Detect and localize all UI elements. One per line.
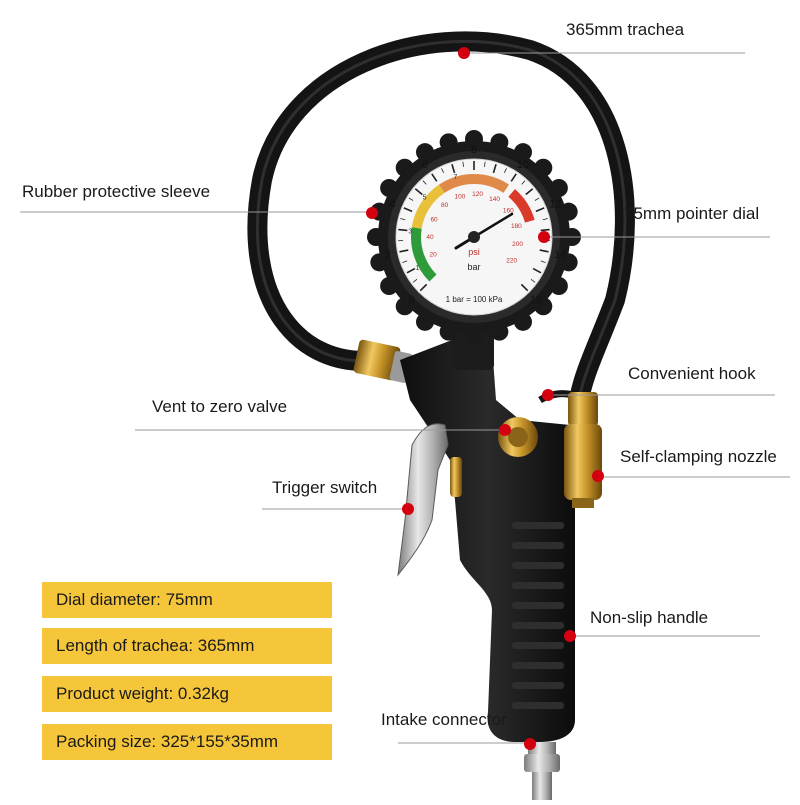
dial-bar-minor-label: 7 [453, 174, 457, 181]
marker-sleeve [366, 207, 378, 219]
intake-connector-part [524, 742, 560, 800]
callout-dial: 75mm pointer dial [624, 204, 759, 224]
dial-bar-label: 16 [530, 294, 542, 306]
marker-handle [564, 630, 576, 642]
spec-dial-diameter: Dial diameter: 75mm [42, 582, 332, 618]
dial-bar-label: 12 [549, 198, 561, 210]
dial-psi-label: 200 [512, 241, 523, 248]
callout-vent: Vent to zero valve [152, 397, 287, 417]
trigger-lever [398, 424, 448, 575]
vent-valve [498, 417, 538, 457]
spec-weight: Product weight: 0.32kg [42, 676, 332, 712]
marker-trigger [402, 503, 414, 515]
dial-bar-label: 2 [385, 249, 391, 261]
dial-psi-label: 100 [455, 193, 466, 200]
marker-vent [499, 424, 511, 436]
marker-hook [542, 389, 554, 401]
callout-handle: Non-slip handle [590, 608, 708, 628]
dial-psi-label: 220 [506, 258, 517, 265]
dial-bar-label: 0 [409, 294, 415, 306]
dial-bar-label: 8 [471, 144, 477, 156]
callout-trachea: 365mm trachea [566, 20, 684, 40]
dial-unit-psi: psi [468, 247, 480, 257]
spec-trachea-length: Length of trachea: 365mm [42, 628, 332, 664]
callout-nozzle: Self-clamping nozzle [620, 447, 777, 467]
dial-psi-label: 140 [489, 196, 500, 203]
callout-sleeve: Rubber protective sleeve [22, 182, 210, 202]
dial-psi-label: 60 [430, 217, 438, 224]
dial-bar-label: 14 [554, 249, 566, 261]
dial-bar-label: 6 [422, 159, 428, 171]
dial-bar-minor-label: 1 [416, 265, 420, 272]
dial-footnote: 1 bar = 100 kPa [446, 295, 503, 304]
marker-dial [538, 231, 550, 243]
callout-intake: Intake connector [381, 710, 507, 730]
marker-trachea [458, 47, 470, 59]
nozzle [564, 392, 602, 508]
dial-psi-label: 20 [430, 251, 438, 258]
callout-trigger: Trigger switch [272, 478, 377, 498]
dial-psi-label: 80 [441, 202, 449, 209]
dial-psi-label: 120 [472, 191, 483, 198]
dial-tick [398, 230, 407, 231]
callout-hook: Convenient hook [628, 364, 756, 384]
spec-packing-size: Packing size: 325*155*35mm [42, 724, 332, 760]
dial-bar-label: 4 [390, 198, 396, 210]
dial-psi-label: 40 [426, 234, 434, 241]
dial-bar-minor-label: 5 [423, 194, 427, 201]
marker-intake [524, 738, 536, 750]
marker-nozzle [592, 470, 604, 482]
dial-psi-label: 180 [511, 223, 522, 230]
dial-unit-bar: bar [467, 262, 480, 272]
dial-bar-label: 10 [517, 159, 529, 171]
dial-bar-minor-label: 3 [408, 229, 412, 236]
